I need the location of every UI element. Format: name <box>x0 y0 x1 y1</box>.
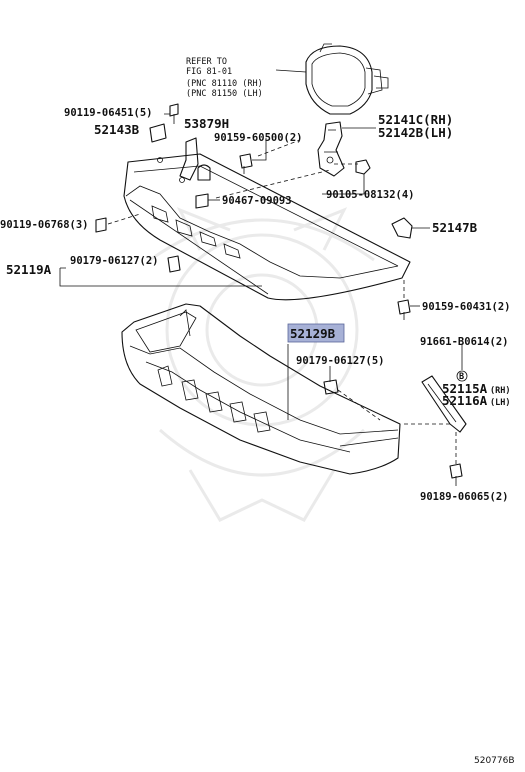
label-53879h[interactable]: 53879H <box>184 116 229 131</box>
label-52141c[interactable]: 52141C(RH) <box>378 112 453 127</box>
label-90105-08132[interactable]: 90105-08132(4) <box>326 189 415 201</box>
label-90179-06127-5[interactable]: 90179-06127(5) <box>296 355 385 367</box>
clip-53879h[interactable] <box>197 164 211 181</box>
refer-line-4: (PNC 81150 (LH) <box>186 89 263 99</box>
label-90119-06768[interactable]: 90119-06768(3) <box>0 219 89 231</box>
bracket-52143b[interactable] <box>149 123 167 143</box>
watermark-emblem <box>149 207 375 522</box>
label-90467-09093[interactable]: 90467-09093 <box>222 195 292 207</box>
label-90179-06127-2[interactable]: 90179-06127(2) <box>70 255 159 267</box>
clip-52147b[interactable] <box>391 217 430 239</box>
refer-line-3: (PNC 81110 (RH) <box>186 79 263 89</box>
bracket-52119a <box>59 267 262 287</box>
label-52115a[interactable]: 52115A <box>442 381 488 396</box>
nut-90179-06127-2[interactable] <box>167 255 181 273</box>
assembly-line-3 <box>257 139 301 157</box>
nut-90179-06127-5[interactable] <box>323 379 381 421</box>
front-bumper-cover[interactable] <box>121 303 401 475</box>
label-90159-60500[interactable]: 90159-60500(2) <box>214 132 303 144</box>
refer-line-2: FIG 81-01 <box>186 67 232 77</box>
highlight-box-52129b <box>287 323 345 343</box>
fog-lamp-assembly[interactable] <box>305 43 389 115</box>
assembly-line-1 <box>215 169 331 199</box>
stay-53879h[interactable] <box>179 137 199 181</box>
bolt-90159-60431[interactable] <box>397 280 420 320</box>
label-52116a-side: (LH) <box>490 398 510 408</box>
refer-line-1: REFER TO <box>186 57 227 67</box>
label-52142b[interactable]: 52142B(LH) <box>378 125 453 140</box>
screw-90119-06768[interactable] <box>95 213 141 233</box>
leader-fog-lamp <box>275 69 307 73</box>
label-91661-b0614[interactable]: 91661-B0614(2) <box>420 336 509 348</box>
label-52119a[interactable]: 52119A <box>6 262 52 277</box>
nut-90105-08132[interactable] <box>322 159 371 195</box>
screw-90189-06065[interactable] <box>449 432 463 486</box>
leader-90159-60500 <box>252 138 267 161</box>
callout-b-text: B <box>459 372 464 382</box>
clip-90467-09093[interactable] <box>195 193 220 209</box>
label-90119-06451[interactable]: 90119-06451(5) <box>64 107 153 119</box>
label-90189-06065[interactable]: 90189-06065(2) <box>420 491 509 503</box>
figure-id: 520776B <box>474 756 515 766</box>
label-90159-60431[interactable]: 90159-60431(2) <box>422 301 511 313</box>
label-52143b[interactable]: 52143B <box>94 122 140 137</box>
callout-circle-b <box>456 370 468 382</box>
label-52129b[interactable]: 52129B <box>290 326 336 341</box>
label-52115a-side: (RH) <box>490 386 510 396</box>
upper-bumper-reinforcement[interactable] <box>123 153 411 301</box>
label-52147b[interactable]: 52147B <box>432 220 478 235</box>
bolt-90159-60500[interactable] <box>239 153 253 174</box>
label-52116a[interactable]: 52116A <box>442 393 488 408</box>
bumper-side-retainer[interactable] <box>421 375 467 433</box>
screw-90119-06451[interactable] <box>164 103 179 124</box>
fog-lamp-bracket[interactable] <box>317 121 345 177</box>
